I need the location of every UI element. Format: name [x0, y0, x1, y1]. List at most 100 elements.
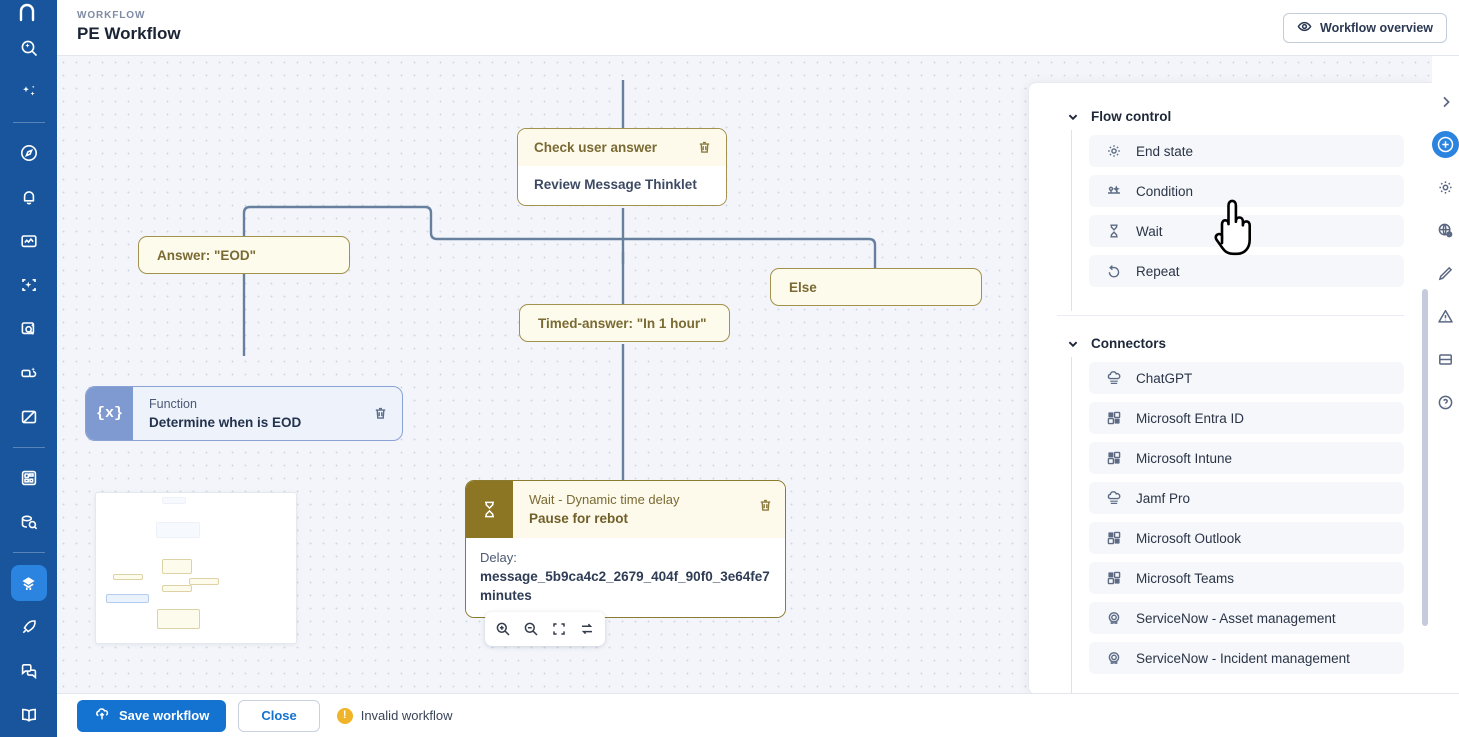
node-answer-eod[interactable]: Answer: "EOD"	[138, 236, 350, 274]
book-icon[interactable]	[11, 697, 47, 733]
nav-divider-2	[12, 447, 45, 448]
panel-group-title: Connectors	[1091, 336, 1167, 351]
delete-icon[interactable]	[697, 140, 712, 155]
panel-item-label: Condition	[1136, 183, 1194, 199]
eye-icon	[1297, 19, 1312, 37]
globe-gear-icon[interactable]	[1432, 217, 1459, 244]
compass-icon[interactable]	[11, 135, 47, 171]
panel-scrollbar[interactable]	[1422, 289, 1428, 626]
save-workflow-button[interactable]: Save workflow	[77, 699, 227, 732]
hourglass-icon	[466, 481, 513, 538]
panel-icon[interactable]	[1432, 346, 1459, 373]
node-check-user-answer[interactable]: Check user answer Review Message Thinkle…	[517, 128, 727, 206]
delay-label: Delay:	[480, 550, 517, 565]
function-texts: Function Determine when is EOD	[149, 396, 373, 432]
panel-item-microsoft-entra-id[interactable]: Microsoft Entra ID	[1089, 402, 1404, 434]
minimap-node	[189, 578, 219, 585]
node-label: Else	[789, 279, 817, 295]
panel-item-label: Repeat	[1136, 263, 1180, 279]
api-cloud-icon	[1105, 370, 1122, 387]
close-label: Close	[261, 708, 297, 723]
panel-group-header[interactable]: Connectors	[1057, 330, 1404, 357]
fit-view-icon[interactable]	[547, 617, 571, 641]
minimap-node	[162, 497, 186, 504]
scan-sparkle-icon[interactable]	[11, 267, 47, 303]
monitor-chart-icon[interactable]	[11, 223, 47, 259]
panel-item-microsoft-teams[interactable]: Microsoft Teams	[1089, 562, 1404, 594]
rocket-icon[interactable]	[11, 609, 47, 645]
delete-icon[interactable]	[758, 498, 773, 513]
microsoft-grid-icon	[1105, 530, 1122, 547]
screen-edit-icon[interactable]	[11, 399, 47, 435]
servicenow-icon	[1105, 610, 1122, 627]
minimap-node	[157, 609, 200, 629]
panel-group-header[interactable]: Flow control	[1057, 103, 1404, 130]
chevron-right-icon[interactable]	[1432, 88, 1459, 115]
canvas-minimap[interactable]	[95, 492, 297, 644]
condition-icon	[1105, 183, 1122, 200]
panel-item-servicenow-asset-management[interactable]: ServiceNow - Asset management	[1089, 602, 1404, 634]
panel-item-end-state[interactable]: End state	[1089, 135, 1404, 167]
apps-grid-icon[interactable]	[11, 460, 47, 496]
minimap-node	[162, 559, 192, 574]
panel-group-title: Flow control	[1091, 109, 1172, 124]
app-logo[interactable]	[0, 0, 57, 26]
relayout-icon[interactable]	[575, 617, 599, 641]
search-sparkle-icon[interactable]	[11, 30, 47, 66]
right-icon-rail	[1432, 56, 1459, 693]
help-circle-icon[interactable]	[1432, 389, 1459, 416]
panel-item-repeat[interactable]: Repeat	[1089, 255, 1404, 287]
node-subtitle: Review Message Thinklet	[518, 166, 726, 205]
node-function[interactable]: {x} Function Determine when is EOD	[85, 386, 403, 441]
header-titles: WORKFLOW PE Workflow	[77, 10, 181, 45]
zoom-out-icon[interactable]	[519, 617, 543, 641]
panel-item-label: Microsoft Outlook	[1136, 530, 1242, 546]
panel-item-microsoft-intune[interactable]: Microsoft Intune	[1089, 442, 1404, 474]
zoom-in-icon[interactable]	[491, 617, 515, 641]
panel-item-servicenow-incident-management[interactable]: ServiceNow - Incident management	[1089, 642, 1404, 674]
delete-icon[interactable]	[373, 406, 388, 421]
warning-triangle-icon[interactable]	[1432, 303, 1459, 330]
close-button[interactable]: Close	[238, 699, 320, 732]
bell-icon[interactable]	[11, 179, 47, 215]
delay-value: message_5b9ca4c2_2679_404f_90f0_3e64fe7	[480, 569, 770, 584]
bottom-action-bar: Save workflow Close ! Invalid workflow	[57, 693, 1459, 737]
workflow-overview-label: Workflow overview	[1320, 20, 1433, 35]
gear-icon[interactable]	[1432, 174, 1459, 201]
panel-group-flow-control: Flow control End state Condition	[1029, 103, 1432, 311]
function-body: Function Determine when is EOD	[133, 387, 402, 440]
panel-item-microsoft-outlook[interactable]: Microsoft Outlook	[1089, 522, 1404, 554]
microsoft-grid-icon	[1105, 570, 1122, 587]
nav-divider-3	[12, 552, 45, 553]
sparkles-icon[interactable]	[11, 74, 47, 110]
sidebar-item-workflows[interactable]	[10, 565, 47, 601]
node-header: Wait - Dynamic time delay Pause for rebo…	[466, 481, 785, 538]
workflow-overview-button[interactable]: Workflow overview	[1283, 12, 1447, 43]
chat-icon[interactable]	[11, 653, 47, 689]
node-kicker: Function	[149, 396, 197, 411]
api-cloud-icon	[1105, 490, 1122, 507]
panel-item-chatgpt[interactable]: ChatGPT	[1089, 362, 1404, 394]
node-else[interactable]: Else	[770, 268, 982, 306]
node-timed-answer[interactable]: Timed-answer: "In 1 hour"	[519, 304, 730, 342]
gear-icon	[1105, 143, 1122, 160]
servicenow-icon	[1105, 650, 1122, 667]
warning-icon: !	[336, 707, 353, 724]
plus-circle-icon[interactable]	[1432, 131, 1459, 158]
microsoft-grid-icon	[1105, 450, 1122, 467]
panel-item-label: Microsoft Teams	[1136, 570, 1235, 586]
data-search-icon[interactable]	[11, 504, 47, 540]
device-star-icon[interactable]	[11, 355, 47, 391]
pencil-icon[interactable]	[1432, 260, 1459, 287]
left-nav-rail	[0, 0, 57, 737]
image-search-icon[interactable]	[11, 311, 47, 347]
panel-item-condition[interactable]: Condition	[1089, 175, 1404, 207]
hourglass-icon	[1105, 223, 1122, 240]
minimap-node	[162, 585, 192, 592]
node-kicker: Wait - Dynamic time delay	[529, 492, 680, 507]
panel-item-jamf-pro[interactable]: Jamf Pro	[1089, 482, 1404, 514]
panel-item-wait[interactable]: Wait	[1089, 215, 1404, 247]
node-card[interactable]: Check user answer Review Message Thinkle…	[517, 128, 727, 206]
status-text: Invalid workflow	[360, 708, 453, 723]
node-wait-dynamic-delay[interactable]: Wait - Dynamic time delay Pause for rebo…	[465, 480, 786, 618]
